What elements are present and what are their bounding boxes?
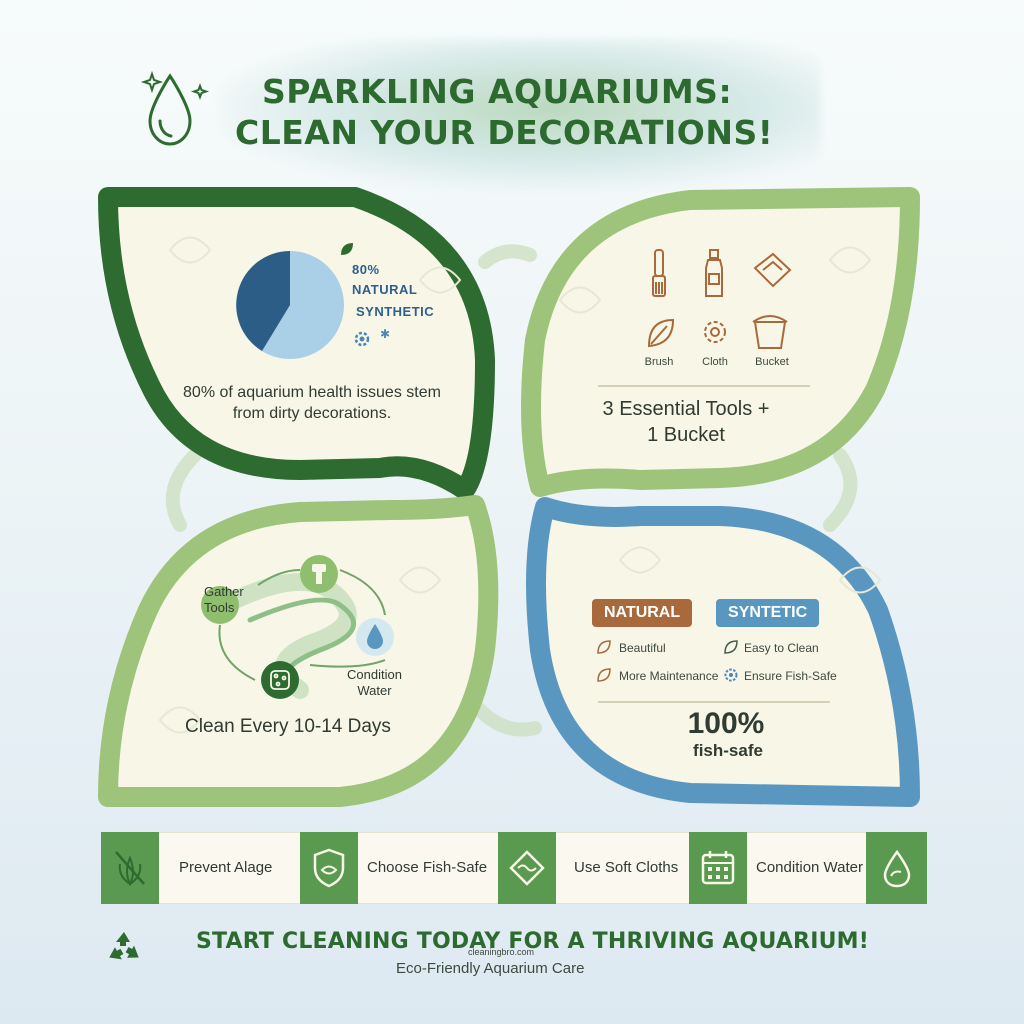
- synthetic-tag: SYNTETIC: [716, 599, 820, 627]
- stat-caption-line2: from dirty decorations.: [232, 404, 392, 422]
- tip-prevent-algae-icon-box: [101, 832, 159, 904]
- no-algae-icon: [115, 851, 145, 887]
- brush-icon: [312, 564, 326, 584]
- leaf-icon: [341, 243, 353, 255]
- pie-slice-dark: [236, 251, 290, 351]
- tools-caption-line1: 3 Essential Tools +: [602, 398, 770, 420]
- stat-caption: 80% of aquarium health issues stem from …: [152, 383, 472, 425]
- tools-bottom-icons: [647, 315, 788, 349]
- recycle-icon: [109, 932, 139, 960]
- arrow-right: [823, 448, 858, 532]
- stat-caption-line1: 80% of aquarium health issues stem: [183, 384, 441, 401]
- synthetic-prop-fish-safe: Ensure Fish-Safe: [744, 669, 837, 683]
- gear-icon: [704, 321, 726, 343]
- natural-tag: NATURAL: [592, 599, 693, 627]
- health-pie-chart: [236, 251, 344, 359]
- gear-icon: ✱: [354, 328, 390, 347]
- page-title-line1: SPARKLING AQUARIUMS:: [262, 72, 733, 111]
- tip-soft-cloths-icon-box: [498, 832, 556, 904]
- tip-end-icon-box: [866, 832, 927, 904]
- water-drop-icon: [883, 849, 910, 888]
- leaf-icon: [597, 640, 611, 654]
- tip-prevent-algae: Prevent Alage: [179, 859, 273, 876]
- calendar-icon: [701, 851, 735, 885]
- tools-caption: 3 Essential Tools + 1 Bucket: [556, 396, 816, 448]
- bucket-icon: [752, 315, 788, 349]
- page-title-line2: CLEAN YOUR DECORATIONS!: [235, 113, 774, 152]
- step-condition-label: Condition Water: [347, 667, 402, 698]
- arrow-left: [165, 448, 202, 532]
- gather-step-circle: [201, 586, 239, 624]
- leaf-icon: [597, 668, 611, 682]
- title-watercolor-wash: [220, 40, 820, 190]
- leaf-icon: [724, 640, 738, 654]
- brush-icon: [652, 249, 666, 297]
- tool-label-brush: Brush: [644, 356, 674, 368]
- watermark: cleaningbro.com: [468, 947, 535, 957]
- sponge-step-circle: [261, 661, 299, 699]
- tip-soft-cloths: Use Soft Cloths: [574, 859, 679, 876]
- step-condition-line1: Condition: [347, 667, 402, 682]
- step-gather-line2: Tools: [204, 599, 235, 615]
- footer-call-to-action: START CLEANING TODAY FOR A THRIVING AQUA…: [196, 929, 869, 954]
- process-step-icons: [201, 555, 394, 699]
- shield-icon: [313, 848, 345, 888]
- sponge-icon: [270, 670, 290, 690]
- pie-label-synthetic: SYNTHETIC: [356, 304, 435, 319]
- tip-condition-water-icon-box: [689, 832, 747, 904]
- fish-safe-label: fish-safe: [693, 741, 763, 760]
- leaf-bottom-right: [526, 497, 920, 807]
- bottle-icon: [705, 249, 723, 297]
- tip-condition-water: Condition Water: [756, 859, 863, 876]
- step-condition-line2: Water: [357, 682, 392, 698]
- tip-fish-safe-icon-box: [300, 832, 358, 904]
- natural-prop-beautiful: Beautiful: [619, 641, 666, 655]
- step-gather-label: Gather Tools: [204, 584, 244, 615]
- footer-subtitle: Eco-Friendly Aquarium Care: [396, 960, 585, 977]
- svg-text:✱: ✱: [380, 328, 390, 341]
- arrow-bottom: [473, 703, 542, 737]
- gear-icon: [724, 668, 738, 682]
- cloth-icon: [509, 850, 545, 886]
- tools-top-icons: [652, 249, 792, 297]
- cloth-icon: [753, 252, 792, 288]
- synthetic-prop-easy: Easy to Clean: [744, 641, 819, 655]
- leaf-icon: [647, 318, 675, 348]
- step-gather-line1: Gather: [204, 584, 244, 599]
- fish-safe-percent: 100%: [687, 707, 765, 740]
- tip-choose-fish-safe: Choose Fish-Safe: [367, 859, 488, 876]
- tool-label-bucket: Bucket: [755, 356, 789, 368]
- pie-label-percent: 80%: [352, 262, 380, 277]
- arrow-top: [478, 244, 537, 269]
- process-caption: Clean Every 10-14 Days: [185, 716, 391, 737]
- water-drop-icon: [140, 70, 210, 146]
- leaf-top-right: [521, 187, 920, 497]
- tools-caption-line2: 1 Bucket: [647, 424, 725, 446]
- pie-label-natural: NATURAL: [352, 282, 418, 297]
- tool-label-cloth: Cloth: [702, 356, 728, 368]
- natural-prop-maintenance: More Maintenance: [619, 669, 719, 683]
- water-drop-icon: [367, 624, 383, 649]
